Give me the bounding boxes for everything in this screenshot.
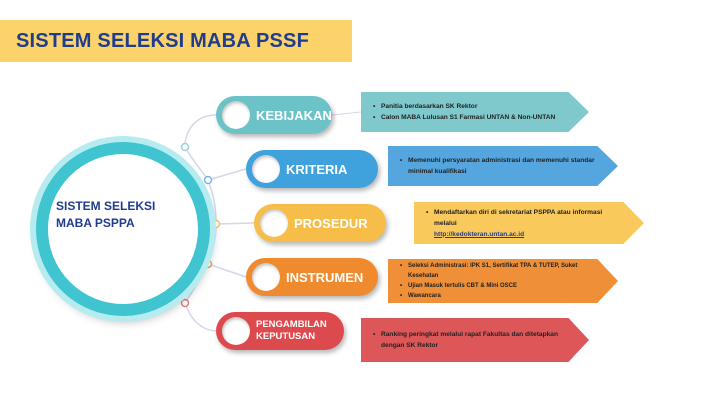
bullet-text: Mendaftarkan diri di sekretariat PSPPA a… (434, 208, 603, 227)
detail-arrow-prosedur: Mendaftarkan diri di sekretariat PSPPA a… (414, 202, 644, 244)
detail-arrow-instrumen: Seleksi Administrasi: IPK S1, Sertifikat… (388, 259, 618, 303)
node-kriteria: KRITERIA (246, 150, 378, 188)
node-label-kriteria: KRITERIA (286, 161, 348, 177)
detail-arrow-keputusan: Ranking peringkat melalui rapat Fakultas… (361, 318, 589, 362)
center-label: SISTEM SELEKSI MABA PSPPA (56, 198, 196, 232)
node-dot-icon (260, 209, 288, 237)
node-kebijakan: KEBIJAKAN (216, 96, 332, 134)
bullet: Wawancara (400, 291, 600, 301)
bullet: Memenuhi persyaratan administrasi dan me… (400, 155, 600, 177)
node-dot-icon (252, 263, 280, 291)
info-link[interactable]: http://kedokteran.untan.ac.id (434, 230, 525, 238)
bullet: Calon MABA Lulusan S1 Farmasi UNTAN & No… (373, 112, 555, 123)
bullet: Ranking peringkat melalui rapat Fakultas… (373, 329, 571, 351)
bullet: Panitia berdasarkan SK Rektor (373, 101, 555, 112)
node-label-keputusan: PENGAMBILAN KEPUTUSAN (256, 319, 327, 342)
node-label-instrumen: INSTRUMEN (286, 269, 364, 285)
center-label-text: SISTEM SELEKSI MABA PSPPA (56, 199, 156, 230)
node-instrumen: INSTRUMEN (246, 258, 378, 296)
bullet: Ujian Masuk tertulis CBT & Mini OSCE (400, 281, 600, 291)
node-prosedur: PROSEDUR (254, 204, 386, 242)
node-label-prosedur: PROSEDUR (294, 215, 368, 231)
page-title: SISTEM SELEKSI MABA PSSF (16, 29, 309, 52)
node-dot-2 (203, 175, 213, 185)
connector-kebijakan (184, 114, 217, 148)
title-banner: SISTEM SELEKSI MABA PSSF (0, 20, 352, 62)
node-dot-icon (252, 155, 280, 183)
node-keputusan: PENGAMBILAN KEPUTUSAN (216, 312, 344, 350)
node-dot-4 (203, 259, 213, 269)
node-dot-3 (211, 219, 221, 229)
bullet: Seleksi Administrasi: IPK S1, Sertifikat… (400, 261, 600, 281)
node-label-kebijakan: KEBIJAKAN (256, 107, 332, 123)
node-dot-icon (222, 317, 250, 345)
bullet: Mendaftarkan diri di sekretariat PSPPA a… (426, 207, 626, 240)
detail-arrow-kebijakan: Panitia berdasarkan SK Rektor Calon MABA… (361, 92, 589, 132)
node-dot-icon (222, 101, 250, 129)
node-dot-5 (180, 298, 190, 308)
node-dot-1 (180, 142, 190, 152)
detail-arrow-kriteria: Memenuhi persyaratan administrasi dan me… (388, 146, 618, 186)
